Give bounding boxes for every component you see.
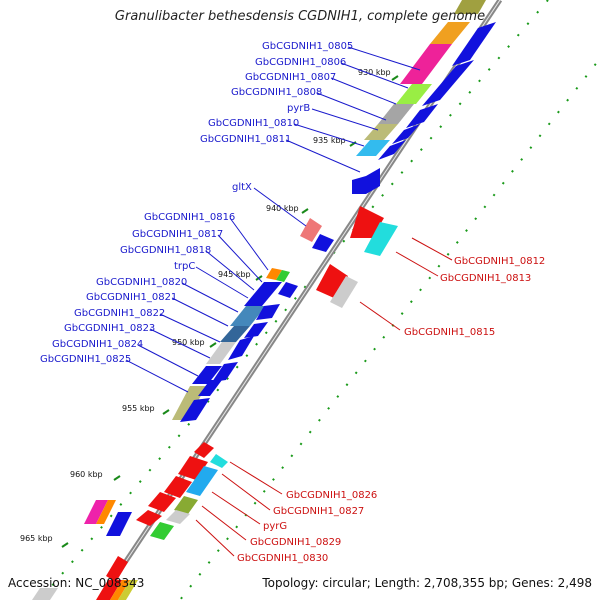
gene-label: GbCGDNIH1_0805 (262, 41, 353, 52)
gene-label: GbCGDNIH1_0827 (273, 506, 364, 517)
tick-label: 935 kbp (313, 136, 346, 145)
gene-label: GbCGDNIH1_0826 (286, 490, 377, 501)
tick-label: 950 kbp (172, 338, 205, 347)
gene-label: GbCGDNIH1_0808 (231, 87, 322, 98)
gene-label: GbCGDNIH1_0813 (440, 273, 531, 284)
gene-label: GbCGDNIH1_0822 (74, 308, 165, 319)
tick-label: 965 kbp (20, 534, 53, 543)
gene-label: GbCGDNIH1_0806 (255, 57, 346, 68)
gene-label: gltX (232, 182, 252, 193)
gene-label: GbCGDNIH1_0821 (86, 292, 177, 303)
tick-label: 960 kbp (70, 470, 103, 479)
outer-dotted-ring (179, 56, 600, 600)
gene-label: GbCGDNIH1_0824 (52, 339, 143, 350)
gene-label: GbCGDNIH1_0817 (132, 229, 223, 240)
gene-label: GbCGDNIH1_0825 (40, 354, 131, 365)
gltX-region (300, 206, 398, 256)
tick-label: 955 kbp (122, 404, 155, 413)
gene-label: trpC (174, 261, 195, 272)
page-title: Granulibacter bethesdensis CGDNIH1, comp… (114, 9, 486, 24)
right-labels: GbCGDNIH1_0812 GbCGDNIH1_0813 GbCGDNIH1_… (195, 237, 545, 564)
gene-label: GbCGDNIH1_0807 (245, 72, 336, 83)
tick-mark (61, 542, 69, 548)
gene-0815-region (316, 264, 358, 308)
genome-summary-text: Topology: circular; Length: 2,708,355 bp… (262, 576, 592, 590)
gene-label: GbCGDNIH1_0823 (64, 323, 155, 334)
gene-label: GbCGDNIH1_0810 (208, 118, 299, 129)
tick-mark (255, 275, 263, 281)
tick-mark (301, 208, 309, 214)
gene-label: pyrG (263, 521, 287, 532)
tick-mark (113, 475, 121, 481)
forward-genes-middle (172, 268, 298, 422)
tick-mark (162, 409, 170, 415)
gene-label: GbCGDNIH1_0816 (144, 212, 235, 223)
accession-text: Accession: NC_008343 (8, 576, 145, 590)
tick-mark (209, 342, 217, 348)
gene-label: GbCGDNIH1_0811 (200, 134, 291, 145)
gene-label: GbCGDNIH1_0830 (237, 553, 328, 564)
reverse-genes-lower (136, 442, 228, 540)
gene-label: pyrB (287, 103, 310, 114)
left-labels: GbCGDNIH1_0805 GbCGDNIH1_0806 GbCGDNIH1_… (40, 41, 421, 393)
gene-label: GbCGDNIH1_0820 (96, 277, 187, 288)
gene-label: GbCGDNIH1_0815 (404, 327, 495, 338)
tick-label: 930 kbp (358, 68, 391, 77)
gene-label: GbCGDNIH1_0812 (454, 256, 545, 267)
tick-mark (391, 75, 399, 81)
gene-label: GbCGDNIH1_0818 (120, 245, 211, 256)
forward-genes-top (352, 22, 496, 194)
feature-blocks-top (356, 0, 486, 156)
gene-label: GbCGDNIH1_0829 (250, 537, 341, 548)
feature-blocks-bottom (32, 500, 138, 600)
